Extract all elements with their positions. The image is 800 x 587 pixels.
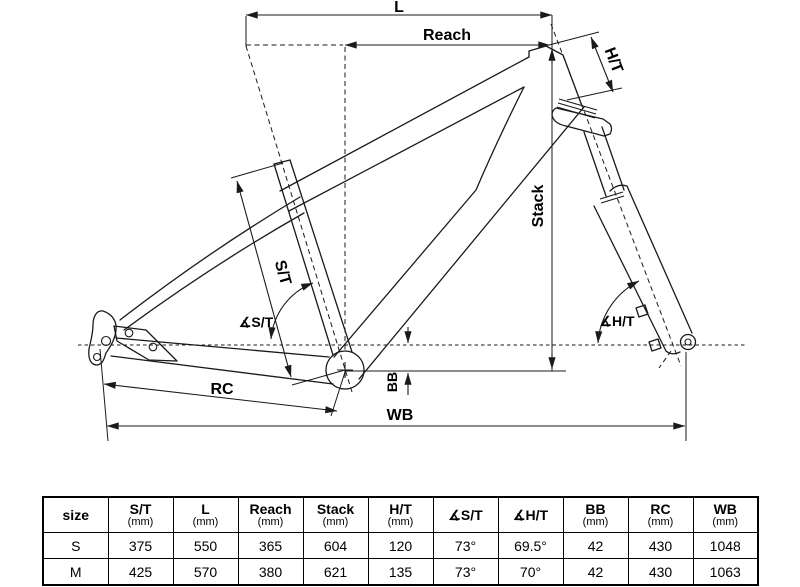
geometry-table: size S/T(mm) L(mm) Reach(mm) Stack(mm) H…: [42, 496, 759, 586]
rear-brake-mount: [113, 325, 178, 362]
brake-mount-hole-1: [124, 328, 134, 338]
column-header-rc: RC(mm): [627, 496, 694, 533]
rear-axle-witness: [99, 348, 109, 442]
table-cell: 430: [627, 532, 694, 559]
rc-witness-right: [330, 371, 346, 417]
column-header-ht: H/T(mm): [367, 496, 434, 533]
dim-label-st: S/T: [271, 258, 294, 287]
down-tube-upper-edge: [333, 86, 525, 358]
table-cell: 550: [172, 532, 239, 559]
seat-tube-axis: [245, 45, 353, 393]
table-cell: 42: [562, 532, 629, 559]
table-header-row: size S/T(mm) L(mm) Reach(mm) Stack(mm) H…: [42, 496, 759, 533]
column-header-size: size: [42, 496, 109, 533]
dimensions: L Reach Stack H/T S/T ∡S/T: [99, 0, 687, 442]
geometry-diagram: L Reach Stack H/T S/T ∡S/T: [78, 0, 745, 442]
column-header-st: S/T(mm): [107, 496, 174, 533]
brake-tab-2: [648, 338, 662, 352]
fork-leg-left-edge: [593, 205, 667, 352]
table-cell: 570: [172, 558, 239, 586]
table-cell: 69.5°: [497, 532, 564, 559]
dim-line-ht: [590, 36, 614, 93]
column-header-reach: Reach(mm): [237, 496, 304, 533]
chainstay-lower-edge: [110, 355, 334, 385]
table-cell: 604: [302, 532, 369, 559]
front-axle-hole: [684, 338, 692, 346]
dim-label-wb: WB: [387, 407, 414, 424]
bottom-bracket: [325, 350, 365, 390]
dim-label-bb: BB: [384, 372, 400, 392]
down-tube-lower-edge: [358, 106, 585, 380]
ht-witness-bottom: [566, 87, 623, 101]
rear-axle-hole: [100, 335, 112, 347]
seat-tube-right-edge: [289, 159, 353, 353]
table-row-size-m: M 425 570 380 621 135 73° 70° 42 430 106…: [42, 558, 759, 586]
fork-leg-right-edge: [609, 184, 693, 334]
ht-witness-top: [548, 31, 600, 46]
table-cell: S: [42, 532, 109, 559]
table-cell: 375: [107, 532, 174, 559]
frame-drawing: [88, 45, 697, 390]
table-cell: 380: [237, 558, 304, 586]
table-cell: 621: [302, 558, 369, 586]
top-tube-lower-edge: [288, 86, 525, 212]
rear-dropout: [88, 310, 117, 366]
brake-mount-hole-2: [148, 342, 158, 352]
head-angle-arc: [595, 280, 640, 344]
column-header-angle-ht: ∡H/T: [497, 496, 564, 533]
table-cell: 1048: [692, 532, 759, 559]
column-header-angle-st: ∡S/T: [432, 496, 499, 533]
table-cell: 70°: [497, 558, 564, 586]
table-cell: 430: [627, 558, 694, 586]
table-cell: 120: [367, 532, 434, 559]
fork-crown: [551, 107, 613, 137]
dim-label-stack: Stack: [530, 185, 547, 228]
dim-label-l: L: [394, 0, 404, 16]
top-tube-and-head-tube: [279, 45, 583, 192]
label-angle-ht: ∡H/T: [599, 313, 635, 329]
table-cell: 73°: [432, 532, 499, 559]
table-cell: M: [42, 558, 109, 586]
table-row-size-s: S 375 550 365 604 120 73° 69.5° 42 430 1…: [42, 532, 759, 559]
table-cell: 425: [107, 558, 174, 586]
dim-label-rc: RC: [210, 381, 234, 398]
seat-angle-arc: [268, 282, 314, 340]
derailleur-hanger-hole: [92, 352, 102, 362]
front-dropout-hook: [665, 350, 681, 355]
table-cell: 42: [562, 558, 629, 586]
table-cell: 365: [237, 532, 304, 559]
front-dropout: [679, 333, 697, 351]
column-header-wb: WB(mm): [692, 496, 759, 533]
steer-axis-tick: [658, 350, 672, 369]
seatstay-upper-edge: [119, 196, 301, 321]
table-cell: 1063: [692, 558, 759, 586]
column-header-l: L(mm): [172, 496, 239, 533]
fork-seal-band: [599, 191, 625, 204]
dim-label-reach: Reach: [423, 27, 471, 44]
dim-line-st: [236, 180, 292, 378]
column-header-bb: BB(mm): [562, 496, 629, 533]
axis-lines: [78, 23, 745, 393]
seat-tube-top: [273, 159, 291, 165]
fork-stanchion: [583, 126, 625, 197]
column-header-stack: Stack(mm): [302, 496, 369, 533]
table-cell: 135: [367, 558, 434, 586]
label-angle-st: ∡S/T: [239, 314, 274, 330]
table-cell: 73°: [432, 558, 499, 586]
st-witness-top: [230, 162, 284, 179]
chainstay-upper-edge: [115, 337, 330, 358]
dim-line-rc: [103, 381, 338, 414]
